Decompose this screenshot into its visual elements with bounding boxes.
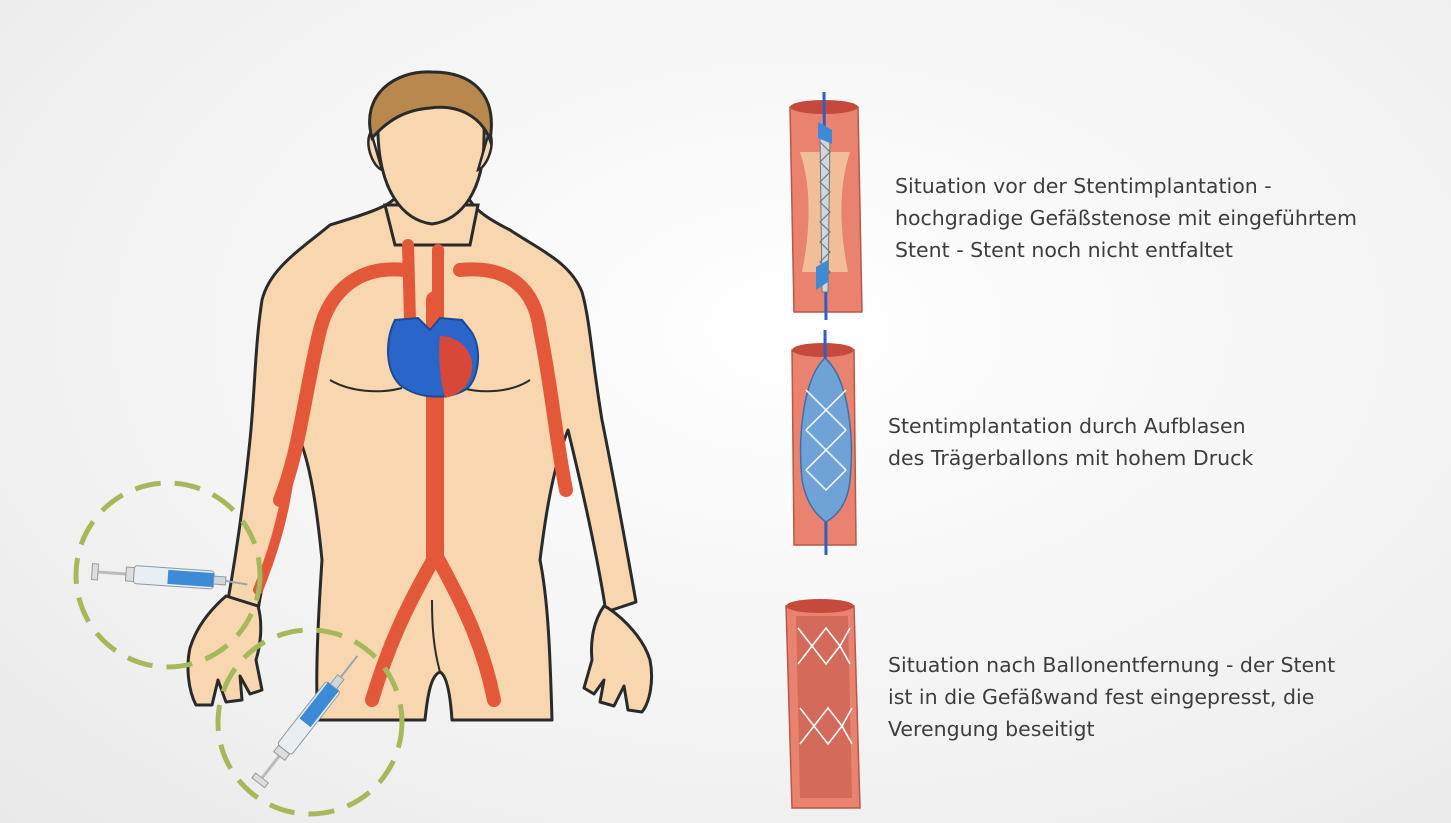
caption-before: Situation vor der Stentimplantation - ho… bbox=[895, 170, 1357, 266]
caption-after: Situation nach Ballonentfernung - der St… bbox=[888, 649, 1335, 745]
heart-icon bbox=[388, 318, 478, 398]
caption-before-line-1: Situation vor der Stentimplantation - bbox=[895, 170, 1357, 202]
caption-before-line-3: Stent - Stent noch nicht entfaltet bbox=[895, 234, 1357, 266]
syringe-icon bbox=[91, 563, 248, 592]
caption-before-line-2: hochgradige Gefäßstenose mit eingeführte… bbox=[895, 202, 1357, 234]
stent-icon bbox=[770, 598, 880, 813]
caption-after-line-3: Verengung beseitigt bbox=[888, 713, 1335, 745]
balloon-icon bbox=[770, 330, 880, 555]
caption-inflation-line-2: des Trägerballons mit hohem Druck bbox=[888, 442, 1253, 474]
caption-after-line-2: ist in die Gefäßwand fest eingepresst, d… bbox=[888, 681, 1335, 713]
human-body-illustration bbox=[0, 0, 760, 823]
vessel-stage-before bbox=[770, 92, 880, 320]
caption-inflation: Stentimplantation durch Aufblasen des Tr… bbox=[888, 410, 1253, 474]
caption-inflation-line-1: Stentimplantation durch Aufblasen bbox=[888, 410, 1253, 442]
caption-after-line-1: Situation nach Ballonentfernung - der St… bbox=[888, 649, 1335, 681]
